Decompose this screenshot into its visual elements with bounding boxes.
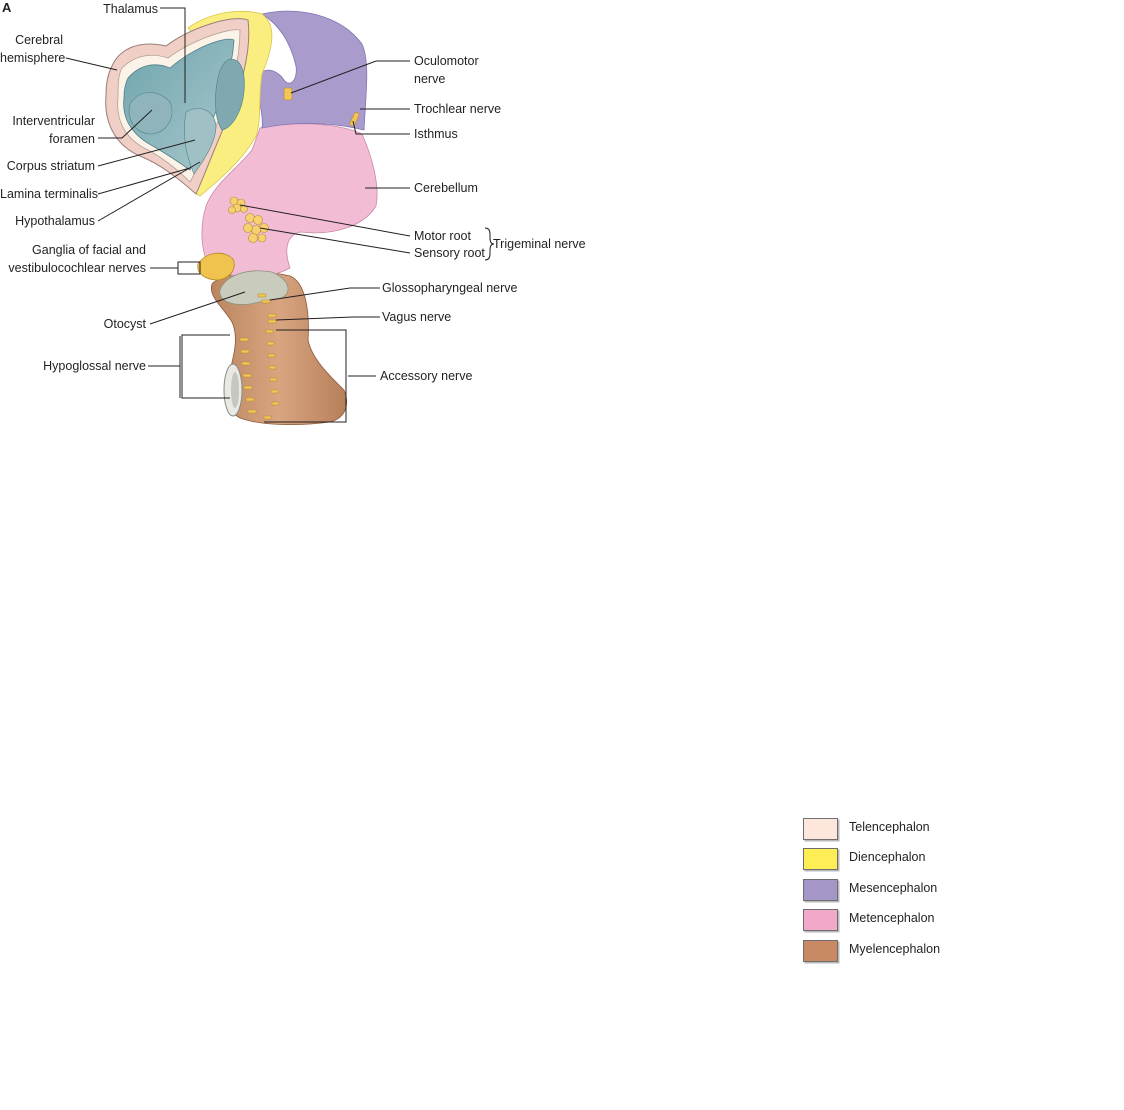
legend-label: Mesencephalon [849,880,938,895]
motor-root-ganglion [228,196,248,214]
legend-label: Telencephalon [849,820,930,834]
label-trochlear-nerve: Trochlear nerve [414,102,502,116]
label-glossopharyngeal-nerve: Glossopharyngeal nerve [382,281,518,295]
legend-label: Metencephalon [849,911,935,926]
leader-lines [65,7,495,423]
corpus-striatum-shape [128,92,173,135]
label-corpus-striatum: Corpus striatum [6,159,95,173]
label-thalamus: Thalamus [103,2,158,16]
glossopharyngeal-rootlets [257,293,271,304]
legend-swatch [803,909,838,932]
facial-ganglia-shape [197,252,235,281]
label-lamina-terminalis: Lamina terminalis [0,187,98,201]
label-trigeminal-nerve: Trigeminal nerve [493,237,586,251]
label-sensory-root: Sensory root [414,246,485,260]
legend-swatch [803,878,838,901]
label-motor-root: Motor root [414,229,471,243]
trochlear-root [349,112,360,127]
panel-label: A [2,0,12,15]
legend-label: Myelencephalon [849,941,941,956]
vagus-rootlets [267,313,277,324]
accessory-rootlets [263,329,280,420]
label-accessory-nerve: Accessory nerve [380,369,473,383]
label-isthmus: Isthmus [414,127,458,141]
label-vagus-nerve: Vagus nerve [382,310,452,324]
legend-swatch [803,848,838,871]
label-hypothalamus: Hypothalamus [15,214,95,228]
sensory-root-ganglion [243,213,269,243]
mesencephalon-region [255,10,368,131]
legend-swatch [803,939,838,962]
legend-swatch [803,818,838,840]
label-cerebellum: Cerebellum [414,181,478,195]
hypoglossal-rootlets [239,337,257,414]
thalamus-shape [215,59,245,131]
label-otocyst: Otocyst [103,317,146,331]
oculomotor-root [283,87,293,101]
label-hypoglossal-nerve: Hypoglossal nerve [43,359,146,373]
legend-label: Diencephalon [849,850,926,865]
